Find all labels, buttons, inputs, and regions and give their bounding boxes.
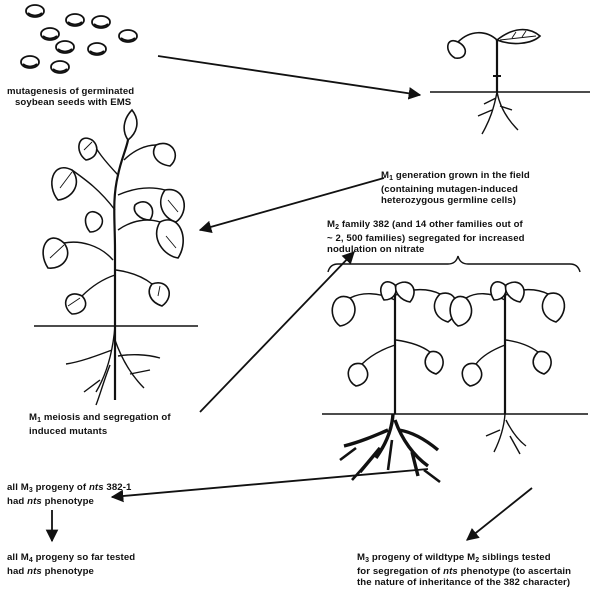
arrow-m2-to-m3-progeny bbox=[112, 469, 428, 497]
label-line: mutagenesis of germinated bbox=[7, 86, 134, 97]
m2-plants-illustration bbox=[322, 282, 588, 482]
label-line: induced mutants bbox=[29, 426, 171, 437]
m2-family-bracket bbox=[328, 256, 580, 272]
label-line: for segregation of nts phenotype (to asc… bbox=[357, 566, 571, 577]
label-m3-wildtype: M3 progeny of wildtype M2 siblings teste… bbox=[357, 552, 571, 588]
label-line: M3 progeny of wildtype M2 siblings teste… bbox=[357, 552, 571, 566]
label-line: heterozygous germline cells) bbox=[381, 195, 530, 206]
label-line: M1 generation grown in the field bbox=[381, 170, 530, 184]
label-m4-progeny: all M4 progeny so far tested had nts phe… bbox=[7, 552, 135, 577]
label-m1-field: M1 generation grown in the field (contai… bbox=[381, 170, 530, 206]
label-m2-family: M2 family 382 (and 14 other families out… bbox=[327, 219, 525, 255]
label-line: the nature of inheritance of the 382 cha… bbox=[357, 577, 571, 588]
arrow-wildtype-to-m3-siblings bbox=[467, 488, 532, 540]
arrow-m1-meiosis-to-m2 bbox=[200, 252, 354, 412]
seeds-illustration bbox=[21, 5, 137, 73]
label-m3-progeny: all M3 progeny of nts 382-1 had nts phen… bbox=[7, 482, 131, 507]
label-mutagenesis: mutagenesis of germinated soybean seeds … bbox=[7, 86, 134, 108]
arrow-seeds-to-seedling bbox=[158, 56, 420, 95]
m1-plant-illustration bbox=[34, 110, 198, 405]
seedling-illustration bbox=[430, 30, 590, 134]
label-line: M2 family 382 (and 14 other families out… bbox=[327, 219, 525, 233]
label-line: ~ 2, 500 families) segregated for increa… bbox=[327, 233, 525, 244]
label-line: soybean seeds with EMS bbox=[7, 97, 134, 108]
label-line: all M3 progeny of nts 382-1 bbox=[7, 482, 131, 496]
label-m1-meiosis: M1 meiosis and segregation of induced mu… bbox=[29, 412, 171, 437]
label-line: had nts phenotype bbox=[7, 566, 135, 577]
label-line: (containing mutagen-induced bbox=[381, 184, 530, 195]
label-line: all M4 progeny so far tested bbox=[7, 552, 135, 566]
label-line: M1 meiosis and segregation of bbox=[29, 412, 171, 426]
label-line: had nts phenotype bbox=[7, 496, 131, 507]
label-line: nodulation on nitrate bbox=[327, 244, 525, 255]
